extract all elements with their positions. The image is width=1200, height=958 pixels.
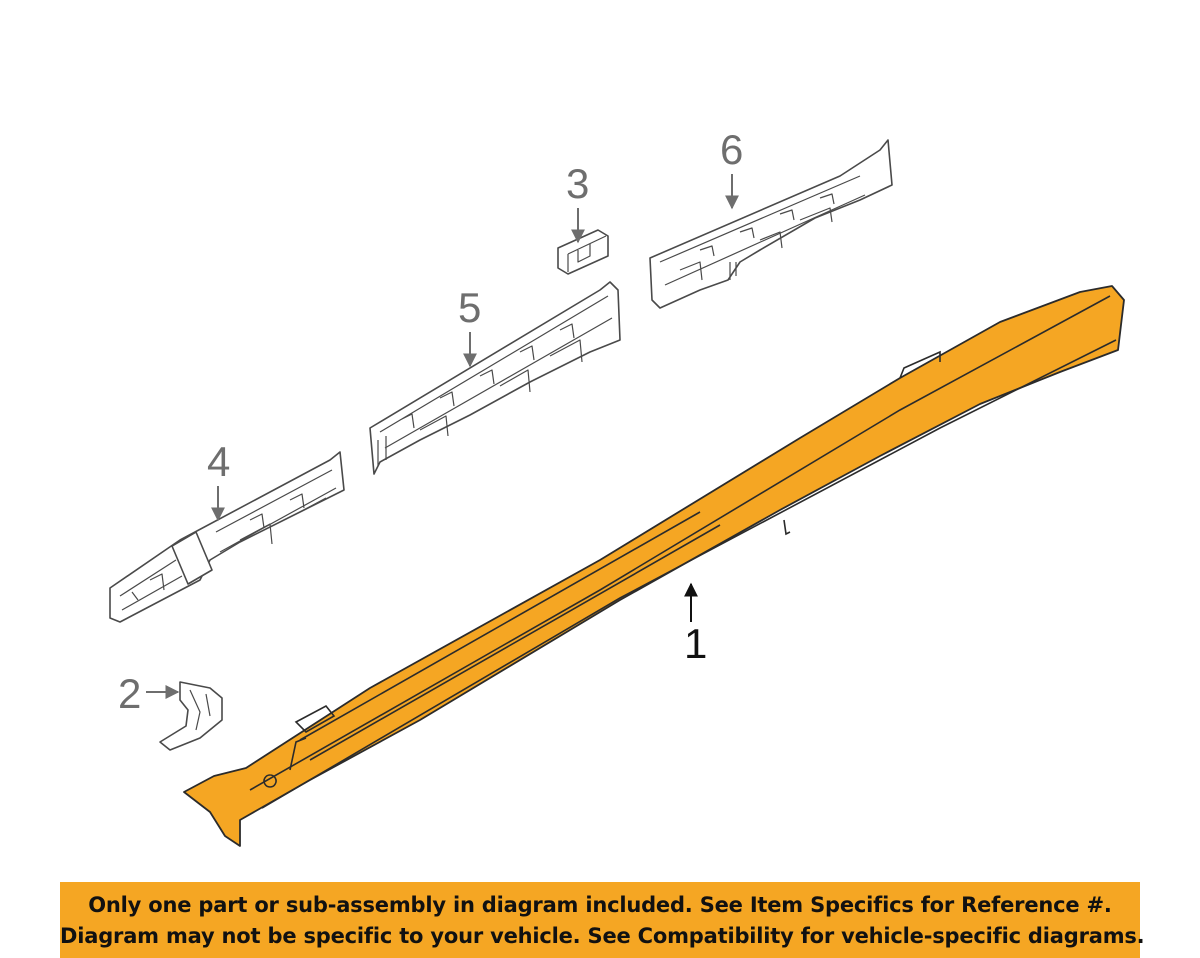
callout-3: 3 — [566, 160, 589, 207]
part-5-reinforcement — [369, 281, 621, 475]
part-2-bracket — [159, 681, 223, 751]
callout-5: 5 — [458, 284, 481, 331]
parts-diagram: 1 2 3 4 5 6 — [109, 126, 1125, 847]
disclaimer-banner: Only one part or sub-assembly in diagram… — [60, 882, 1145, 958]
callout-1: 1 — [684, 620, 707, 667]
callout-6: 6 — [720, 126, 743, 173]
callout-2: 2 — [118, 670, 141, 717]
disclaimer-line-1: Only one part or sub-assembly in diagram… — [88, 893, 1112, 917]
part-6-reinforcement — [649, 139, 893, 309]
callout-4: 4 — [207, 438, 230, 485]
part-1-rocker-panel — [183, 285, 1125, 847]
part-4-reinforcement — [109, 451, 345, 623]
part-3-clip — [557, 229, 609, 275]
disclaimer-line-2: Diagram may not be specific to your vehi… — [60, 924, 1145, 948]
